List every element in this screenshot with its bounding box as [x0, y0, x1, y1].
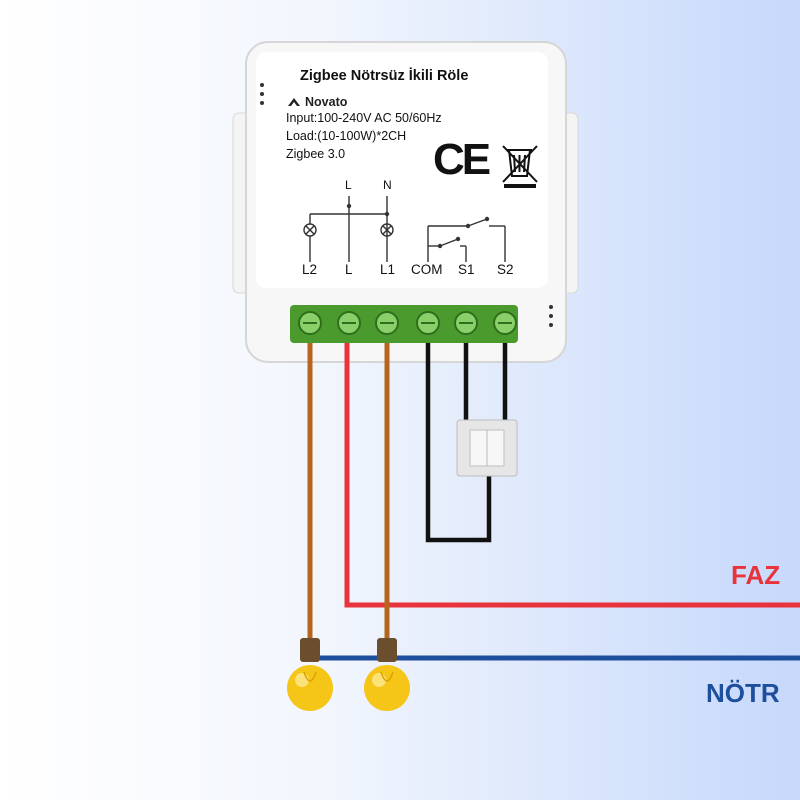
home-logo-icon	[288, 98, 300, 106]
input-spec: Input:100-240V AC 50/60Hz	[286, 111, 442, 125]
terminal-label: L1	[380, 262, 396, 277]
phase-wire	[344, 330, 800, 608]
light-bulb-icon	[364, 638, 410, 711]
neutral-label: NÖTR	[706, 678, 780, 708]
terminal-label: COM	[411, 262, 443, 277]
terminal-label: L2	[302, 262, 318, 277]
top-label-n: N	[383, 178, 392, 192]
terminal-label: S1	[458, 262, 475, 277]
internal-schematic	[303, 196, 506, 262]
schematic-junctions	[346, 203, 490, 249]
device-title: Zigbee Nötrsüz İkili Röle	[300, 68, 469, 84]
light-bulb-icon	[287, 638, 333, 711]
load-wires	[307, 330, 390, 640]
terminal-label: L	[345, 262, 353, 277]
relay-label-area	[256, 52, 548, 288]
terminal-block	[290, 305, 518, 343]
wall-switch-icon	[456, 419, 518, 477]
terminal-label: S2	[497, 262, 514, 277]
phase-label: FAZ	[731, 560, 781, 590]
brand-name: Novato	[305, 95, 348, 109]
indicator-dots	[260, 83, 553, 327]
weee-bin-icon	[502, 145, 538, 188]
top-label-l: L	[345, 178, 352, 192]
load-spec: Load:(10-100W)*2CH	[286, 129, 407, 143]
switch-wires	[425, 330, 508, 543]
protocol-spec: Zigbee 3.0	[286, 147, 346, 161]
ce-mark: CE	[433, 135, 491, 184]
